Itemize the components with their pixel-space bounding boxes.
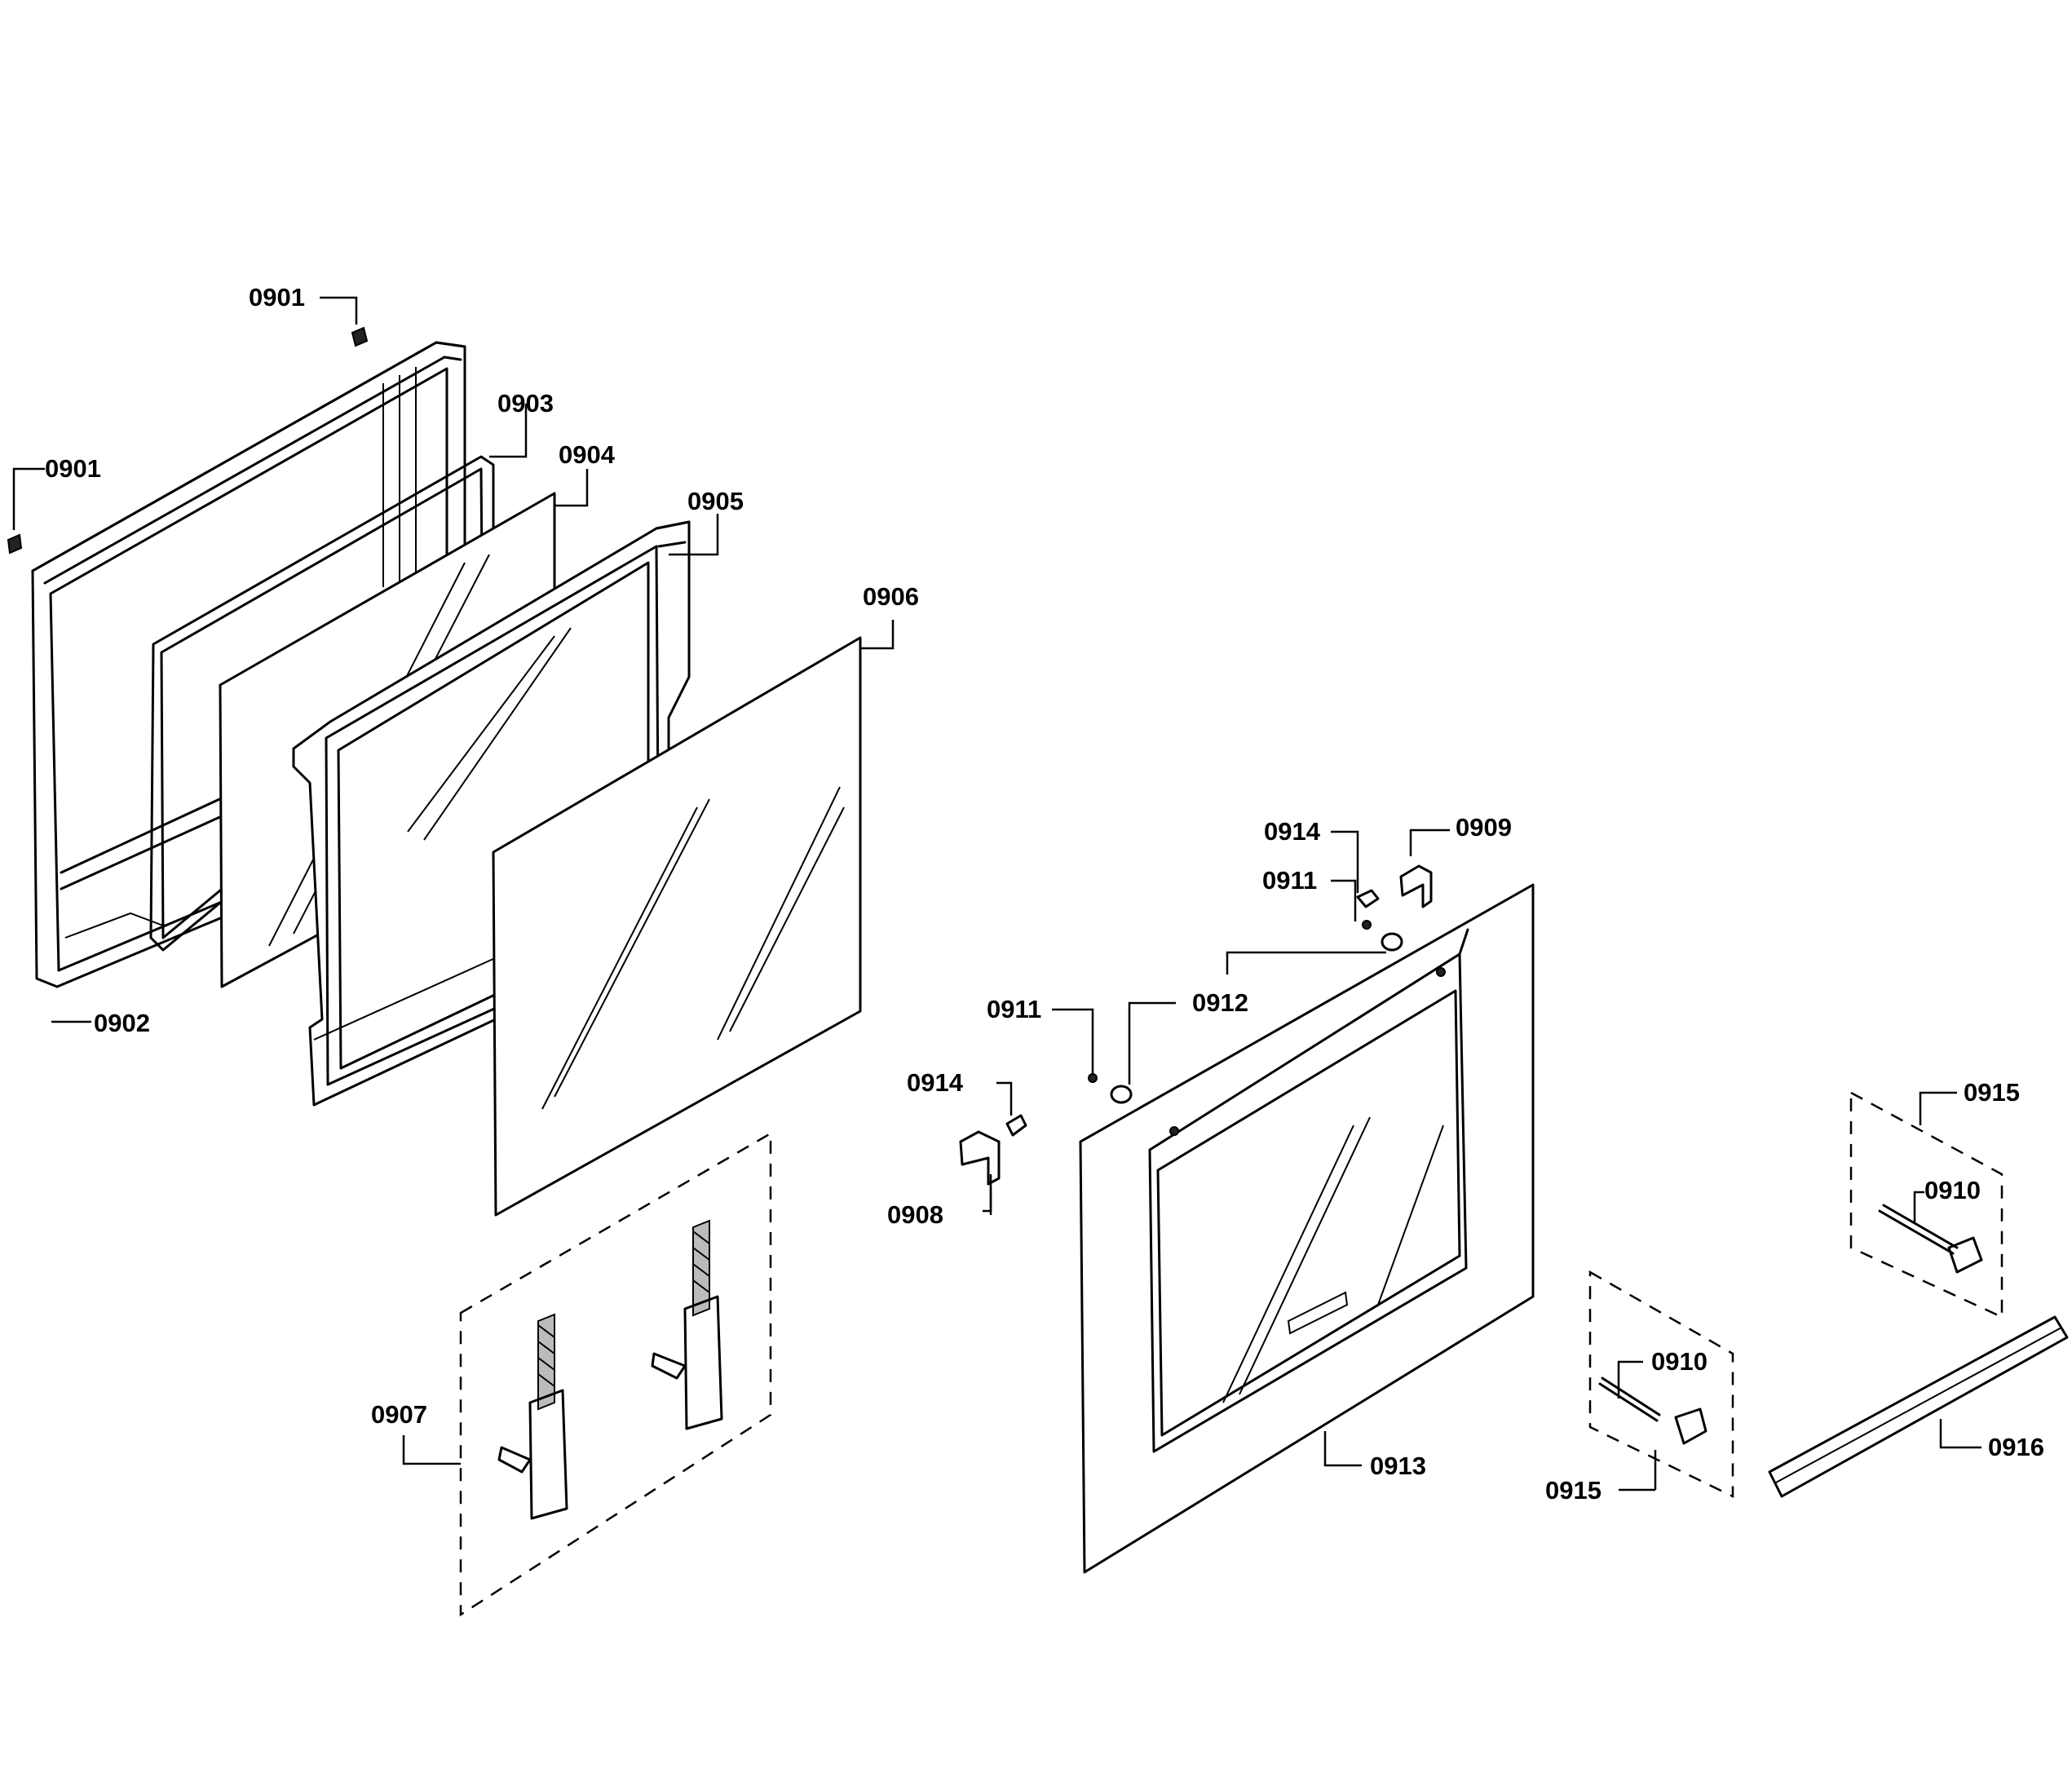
label-0909: 0909: [1456, 813, 1512, 842]
clip-lower: [1005, 1114, 1027, 1137]
screw-top: [351, 326, 369, 347]
label-0903: 0903: [497, 389, 554, 418]
label-0911-lower: 0911: [987, 995, 1041, 1023]
hinge-kit: [459, 1131, 772, 1617]
label-0905: 0905: [687, 487, 744, 515]
outer-glass-panel: [492, 636, 862, 1217]
label-0902: 0902: [94, 1009, 150, 1037]
door-handle: [1768, 1315, 2069, 1498]
washer-upper: [1362, 920, 1403, 952]
hinge-right: [651, 1219, 723, 1430]
label-0914-upper: 0914: [1264, 817, 1321, 846]
label-0906: 0906: [863, 582, 919, 611]
part-labels: 0901 0901 0902 0903 0904 0905 0906 0907 …: [45, 283, 2044, 1505]
label-0910-upper: 0910: [1924, 1176, 1981, 1204]
label-0914-lower: 0914: [907, 1068, 964, 1097]
screw-left: [7, 533, 23, 555]
bracket-upper: [1399, 864, 1433, 908]
label-0901-top: 0901: [249, 283, 305, 312]
label-0915-upper: 0915: [1964, 1078, 2020, 1107]
label-0904: 0904: [559, 440, 616, 469]
leader-lines: [12, 296, 1981, 1491]
label-0915-lower: 0915: [1545, 1476, 1601, 1505]
label-0913: 0913: [1370, 1452, 1426, 1480]
bracket-lower: [959, 1130, 1001, 1186]
label-0916: 0916: [1988, 1433, 2044, 1461]
label-0907: 0907: [371, 1400, 427, 1429]
clip-upper: [1356, 889, 1380, 908]
handle-mount-lower: [1588, 1270, 1734, 1498]
label-0911-upper: 0911: [1262, 866, 1317, 895]
label-0912: 0912: [1192, 988, 1248, 1017]
label-0910-lower: 0910: [1651, 1347, 1708, 1376]
label-0908: 0908: [887, 1200, 943, 1229]
hinge-left: [497, 1313, 568, 1520]
washer-lower: [1088, 1073, 1133, 1104]
label-0901-left: 0901: [45, 454, 101, 483]
handle-mount-upper: [1849, 1090, 2004, 1319]
outer-door-panel: [1079, 883, 1535, 1574]
